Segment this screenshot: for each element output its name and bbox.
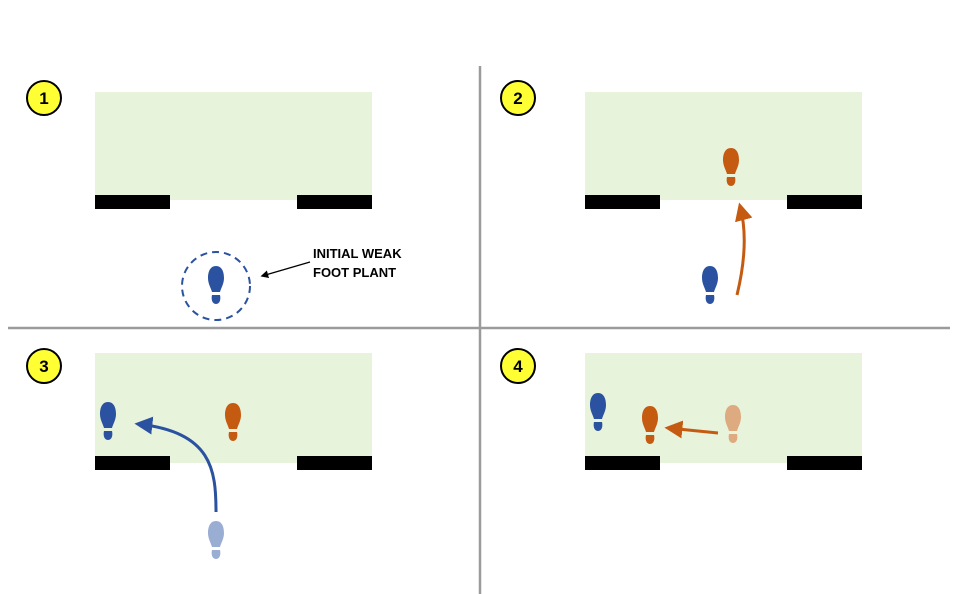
panel-2: 2 [500, 80, 862, 304]
step-badge [26, 80, 62, 116]
annotation-line-2: FOOT PLANT [313, 265, 396, 280]
step-badge [500, 80, 536, 116]
step-number: 1 [39, 89, 48, 108]
left-bar [585, 195, 660, 209]
goal-area [585, 353, 862, 463]
step-number: 2 [513, 89, 522, 108]
highlight-circle [181, 251, 251, 321]
right-bar [297, 456, 372, 470]
step-number: 4 [513, 357, 523, 376]
arrow-icon [134, 416, 218, 513]
step-number: 3 [39, 357, 48, 376]
right-bar [787, 195, 862, 209]
left-bar [95, 195, 170, 209]
left-bar [95, 456, 170, 470]
panel-4: 4 [500, 348, 862, 470]
shoe-print-icon [208, 521, 224, 559]
right-bar [297, 195, 372, 209]
arrow-icon [735, 202, 753, 296]
arrow-icon [664, 420, 719, 439]
left-bar [585, 456, 660, 470]
goal-area [95, 92, 372, 200]
annotation-line-1: INITIAL WEAK [313, 246, 402, 261]
step-badge [26, 348, 62, 384]
shoe-print-icon [702, 266, 718, 304]
panel-3: 3 [26, 348, 372, 559]
annotation-arrow [260, 261, 311, 278]
step-badge [500, 348, 536, 384]
right-bar [787, 456, 862, 470]
shoe-print-icon [208, 266, 224, 304]
panel-1: 1 INITIAL WEAK FOOT PLANT [26, 80, 402, 321]
goal-area [585, 92, 862, 200]
